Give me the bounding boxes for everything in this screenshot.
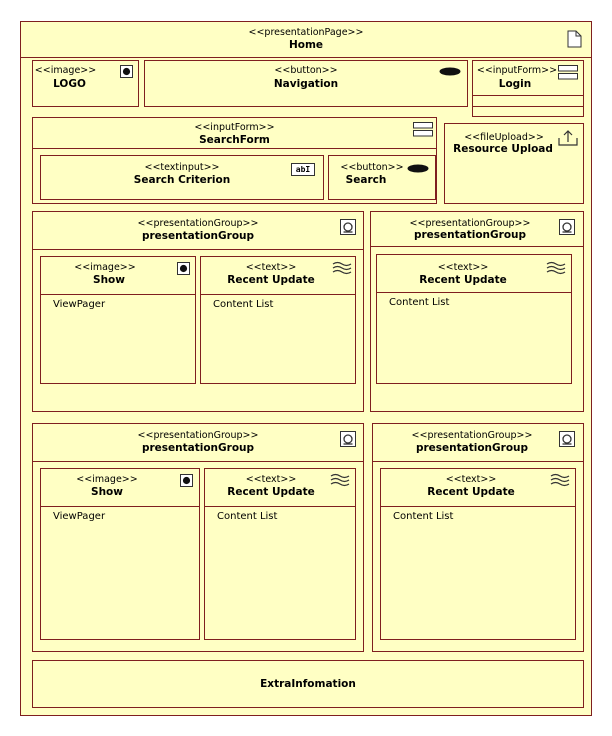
show-divider (41, 506, 199, 507)
recent-update-divider (205, 506, 355, 507)
extra-information-label: ExtraInfomation (260, 678, 356, 690)
content-list-text: Content List (389, 297, 450, 308)
logo-image-box: <<image>> LOGO (32, 60, 139, 107)
login-divider-1 (473, 95, 583, 96)
search-button-box[interactable]: <<button>> Search (328, 155, 436, 200)
login-input-form-box: <<inputForm>> Login (472, 60, 584, 117)
upload-icon (558, 130, 578, 146)
group-title: presentationGroup (141, 442, 255, 454)
recent-update-label: Recent Update (427, 486, 515, 498)
button-icon (407, 164, 429, 173)
stereotype-label: <<textinput>> (144, 162, 220, 173)
text-input-icon: abI (291, 163, 315, 176)
search-criterion-input[interactable]: <<textinput>> Search Criterion abI (40, 155, 324, 200)
image-icon (180, 474, 193, 487)
navigation-label: Navigation (273, 78, 339, 90)
stereotype-label: <<image>> (76, 474, 138, 485)
group-header-divider (373, 461, 583, 462)
recent-update-label: Recent Update (227, 274, 315, 286)
stereotype-label: <<presentationPage>> (248, 27, 364, 38)
stereotype-label: <<presentationGroup>> (137, 218, 259, 229)
input-form-icon (413, 122, 433, 137)
group-header-divider (33, 249, 363, 250)
stereotype-label: <<image>> (74, 262, 136, 273)
viewpager-text: ViewPager (53, 511, 106, 522)
content-list-text: Content List (213, 299, 274, 310)
recent-update-text-box: <<text>> Recent Update Content List (380, 468, 576, 640)
text-wave-icon (330, 473, 350, 487)
group-title: presentationGroup (415, 442, 529, 454)
group-header-divider (371, 246, 583, 247)
extra-information-box: ExtraInfomation (32, 660, 584, 708)
show-image-box: <<image>> Show ViewPager (40, 468, 200, 640)
button-icon (439, 67, 461, 76)
group-icon (559, 431, 575, 447)
stereotype-label: <<button>> (274, 65, 338, 76)
stereotype-label: <<text>> (245, 262, 297, 273)
group-title: presentationGroup (413, 229, 527, 241)
recent-update-divider (201, 294, 355, 295)
recent-update-label: Recent Update (419, 274, 507, 286)
show-label: Show (93, 274, 125, 286)
recent-update-divider (377, 292, 571, 293)
login-divider-2 (473, 106, 583, 107)
show-image-box: <<image>> Show ViewPager (40, 256, 196, 384)
show-label: Show (91, 486, 123, 498)
recent-update-text-box: <<text>> Recent Update Content List (204, 468, 356, 640)
text-wave-icon (546, 261, 566, 275)
recent-update-text-box: <<text>> Recent Update Content List (200, 256, 356, 384)
show-divider (41, 294, 195, 295)
stereotype-label: <<image>> (34, 65, 97, 76)
content-list-text: Content List (217, 511, 278, 522)
stereotype-label: <<presentationGroup>> (137, 430, 259, 441)
group-icon (559, 219, 575, 235)
page-icon (567, 30, 582, 48)
content-list-text: Content List (393, 511, 454, 522)
stereotype-label: <<button>> (340, 162, 404, 173)
text-wave-icon (332, 261, 352, 275)
search-button-label: Search (345, 174, 387, 186)
group-icon (340, 219, 356, 235)
stereotype-label: <<text>> (245, 474, 297, 485)
image-icon (177, 262, 190, 275)
group-icon (340, 431, 356, 447)
stereotype-label: <<presentationGroup>> (411, 430, 533, 441)
text-wave-icon (550, 473, 570, 487)
stereotype-label: <<text>> (437, 262, 489, 273)
recent-update-label: Recent Update (227, 486, 315, 498)
page-header-divider (21, 57, 591, 58)
stereotype-label: <<fileUpload>> (464, 132, 544, 143)
input-form-icon (558, 65, 578, 80)
stereotype-label: <<inputForm>> (194, 122, 275, 133)
viewpager-text: ViewPager (53, 299, 106, 310)
resource-upload-label: Resource Upload (453, 143, 553, 155)
page-title: Home (288, 39, 324, 51)
search-form-divider (33, 148, 436, 149)
group-header-divider (33, 461, 363, 462)
logo-label: LOGO (53, 78, 86, 90)
login-label: Login (498, 78, 532, 90)
navigation-button-box[interactable]: <<button>> Navigation (144, 60, 468, 107)
stereotype-label: <<inputForm>> (476, 65, 558, 76)
recent-update-text-box: <<text>> Recent Update Content List (376, 254, 572, 384)
stereotype-label: <<presentationGroup>> (409, 218, 531, 229)
recent-update-divider (381, 506, 575, 507)
search-form-title: SearchForm (199, 134, 270, 146)
resource-upload-box[interactable]: <<fileUpload>> Resource Upload (444, 123, 584, 204)
search-criterion-label: Search Criterion (133, 174, 231, 186)
image-icon (120, 65, 133, 78)
group-title: presentationGroup (141, 230, 255, 242)
stereotype-label: <<text>> (445, 474, 497, 485)
